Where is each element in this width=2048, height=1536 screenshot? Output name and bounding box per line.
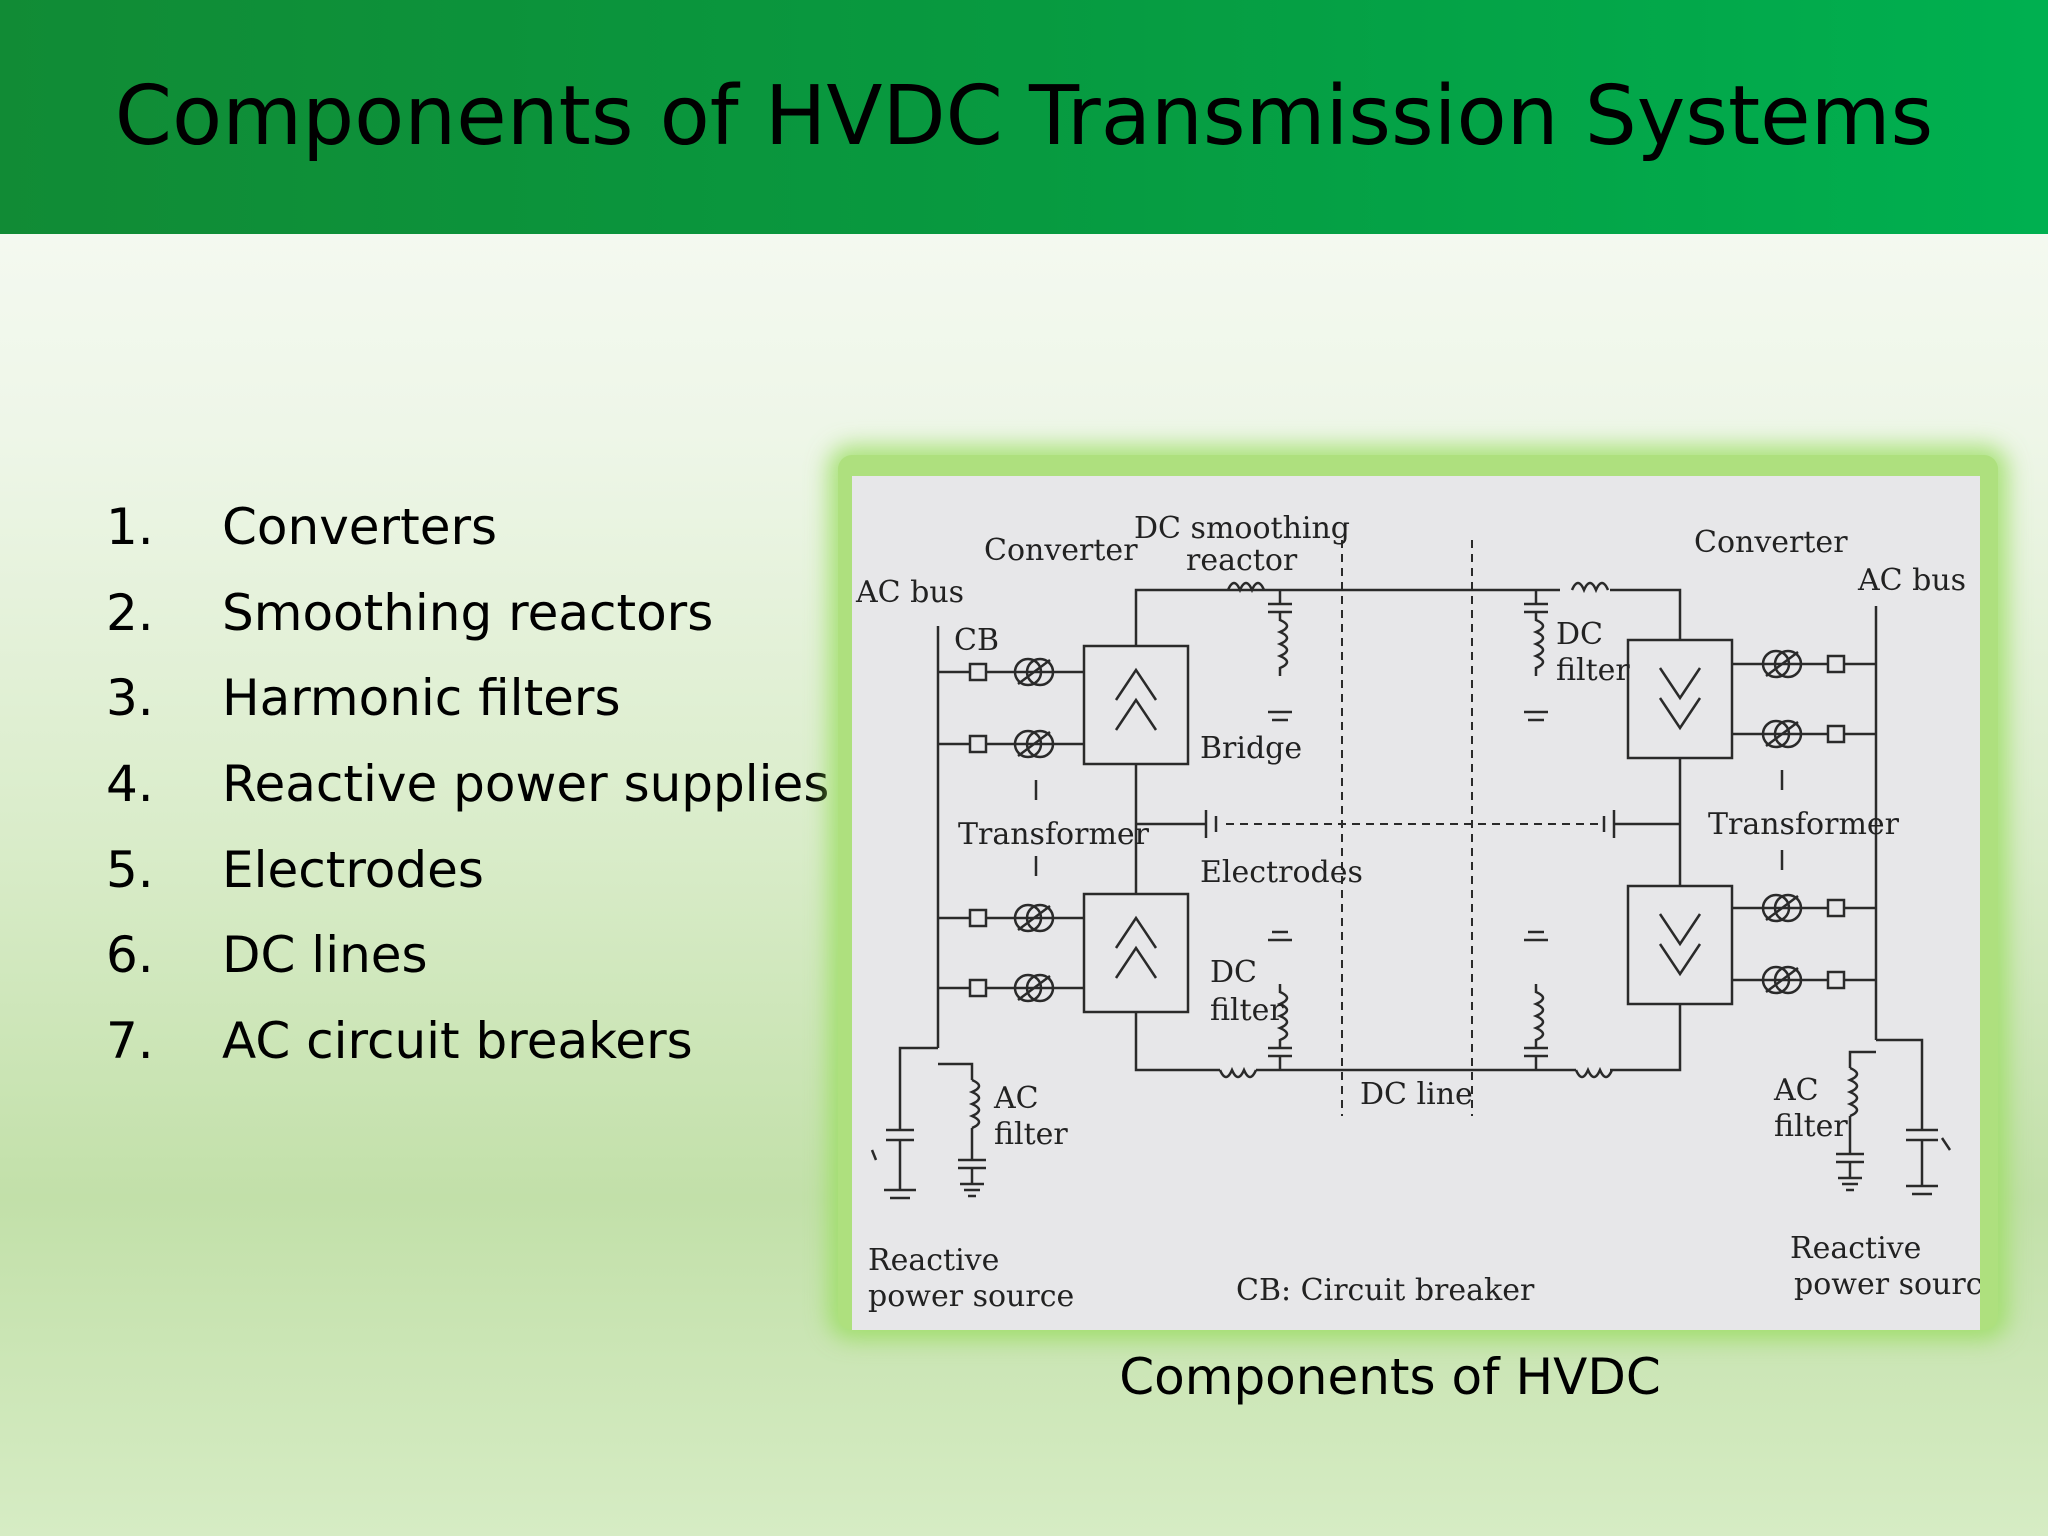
list-item: 4. Reactive power supplies: [106, 742, 829, 828]
label-reactive-left: Reactive: [868, 1243, 999, 1278]
label-reactive-right-power: power source: [1794, 1267, 1980, 1302]
list-item-label: Electrodes: [222, 840, 484, 899]
component-list: 1. Converters 2. Smoothing reactors 3. Harm…: [106, 485, 829, 1085]
label-dc-line: DC line: [1360, 1077, 1473, 1112]
diagram-paper: [852, 476, 1980, 1330]
list-item-label: Smoothing reactors: [222, 583, 714, 642]
hvdc-diagram: AC bus AC bus Converter Converter DC smo…: [852, 476, 1980, 1330]
label-dc-smoothing-reactor: reactor: [1186, 543, 1298, 578]
label-reactive-right: Reactive: [1790, 1231, 1921, 1266]
list-number: 4.: [106, 755, 154, 814]
label-dc-filter-top: DC: [1556, 617, 1603, 652]
list-item: 2. Smoothing reactors: [106, 571, 829, 657]
label-dc-filter-top-filter: filter: [1556, 653, 1630, 688]
figure-caption: Components of HVDC: [1119, 1348, 1661, 1406]
label-ac-filter-left: AC: [993, 1081, 1039, 1116]
list-number: 5.: [106, 840, 154, 899]
list-item: 6. DC lines: [106, 913, 829, 999]
list-number: 6.: [106, 926, 154, 985]
list-item-label: Harmonic filters: [222, 669, 621, 728]
list-item: 1. Converters: [106, 485, 829, 571]
list-item: 7. AC circuit breakers: [106, 999, 829, 1085]
label-ac-filter-right: AC: [1773, 1073, 1819, 1108]
label-dc-filter-bottom-filter: filter: [1210, 993, 1284, 1028]
label-ac-filter-right-filter: filter: [1774, 1109, 1848, 1144]
slide-title: Components of HVDC Transmission Systems: [114, 69, 1934, 164]
label-ac-filter-left-filter: filter: [994, 1117, 1068, 1152]
label-transformer-left: Transformer: [958, 817, 1150, 852]
header-band: [0, 0, 2048, 234]
label-cb: CB: [954, 623, 999, 658]
list-item-label: Reactive power supplies: [222, 755, 830, 814]
list-item-label: AC circuit breakers: [222, 1012, 693, 1071]
list-number: 3.: [106, 669, 154, 728]
label-reactive-left-power: power source: [868, 1279, 1074, 1314]
label-electrodes: Electrodes: [1200, 855, 1363, 890]
diagram-wiring: [870, 581, 1952, 1200]
label-bridge: Bridge: [1200, 731, 1302, 766]
list-number: 2.: [106, 583, 154, 642]
list-item-label: Converters: [222, 498, 498, 556]
label-ac-bus-right: AC bus: [1857, 563, 1966, 598]
label-cb-legend: CB: Circuit breaker: [1236, 1273, 1535, 1308]
diagram-dashed-lines: [1226, 540, 1598, 1116]
label-converter-left: Converter: [984, 533, 1138, 568]
list-number: 7.: [106, 1012, 154, 1071]
list-item-label: DC lines: [222, 926, 428, 985]
label-transformer-right: Transformer: [1708, 807, 1900, 842]
list-item: 5. Electrodes: [106, 828, 829, 914]
list-number: 1.: [106, 498, 154, 556]
label-ac-bus-left: AC bus: [855, 575, 964, 610]
label-converter-right: Converter: [1694, 525, 1848, 560]
label-dc-smoothing: DC smoothing: [1134, 511, 1350, 546]
label-dc-filter-bottom: DC: [1210, 955, 1257, 990]
list-item: 3. Harmonic filters: [106, 656, 829, 742]
